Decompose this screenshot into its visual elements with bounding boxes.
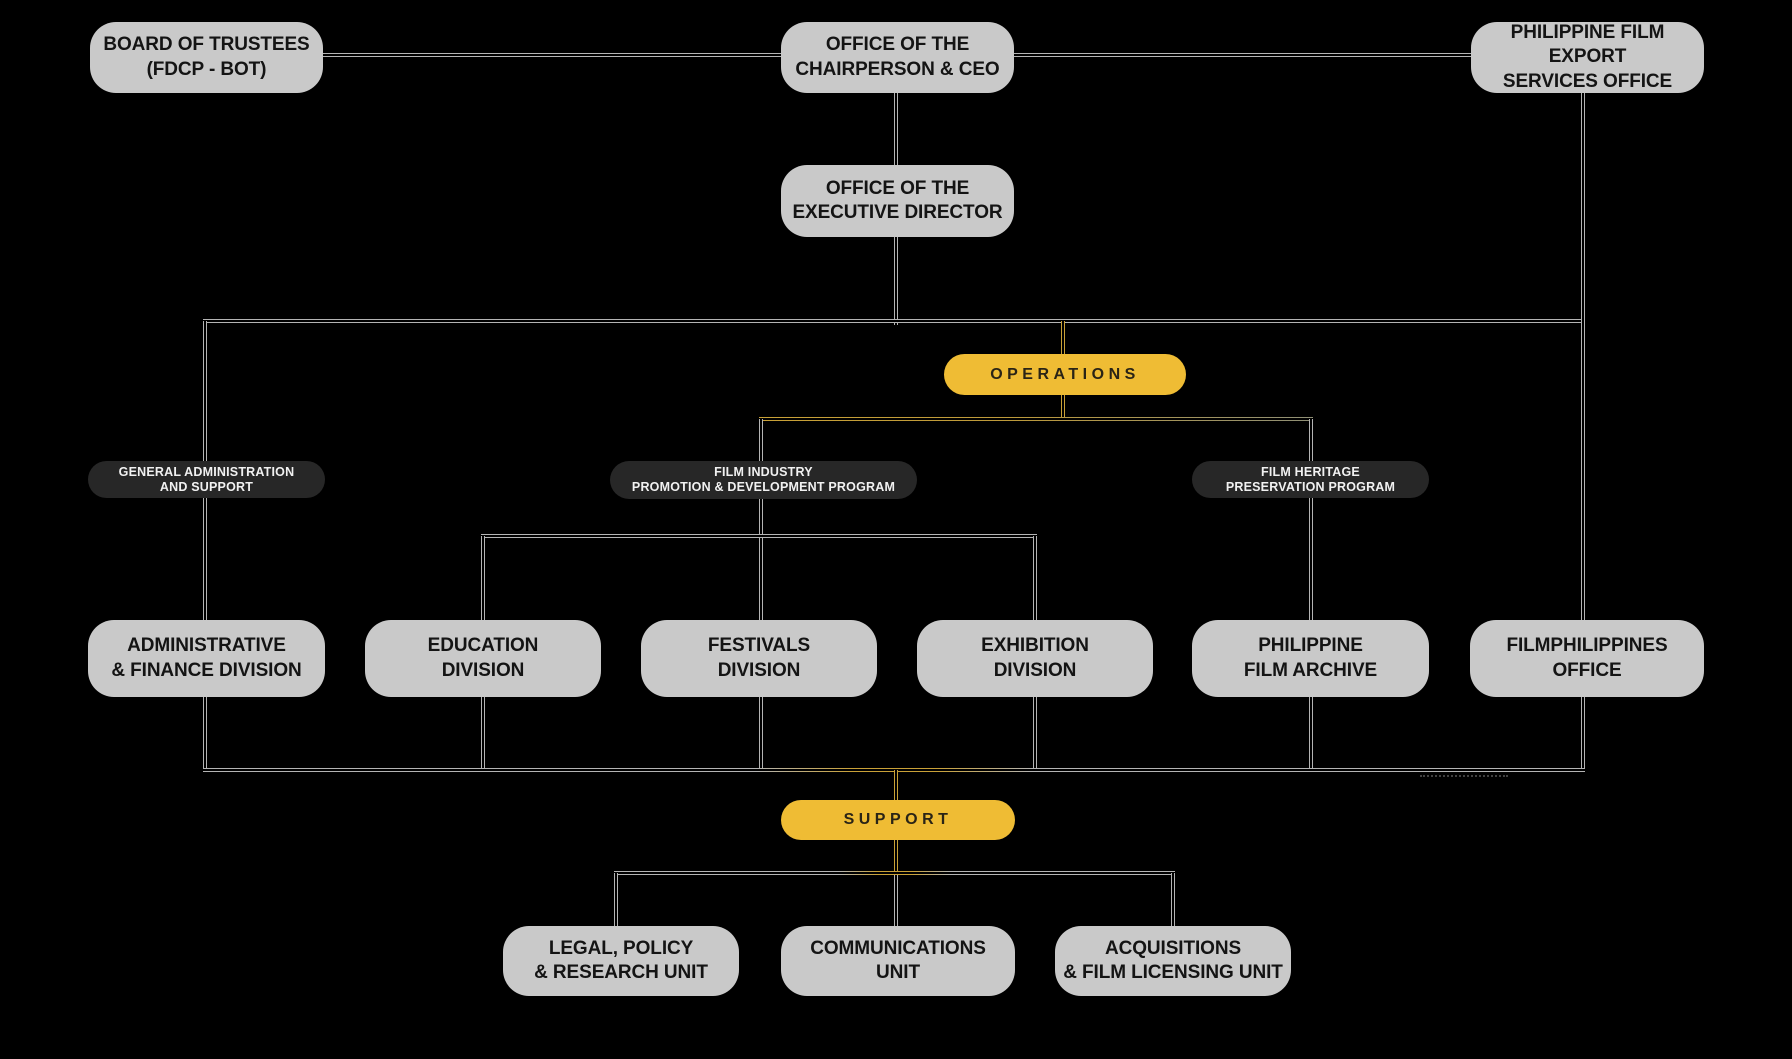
node-label: FILM HERITAGE (1261, 464, 1360, 479)
connector-exhibition-rail (1033, 697, 1037, 770)
connector-education-rail (481, 697, 485, 770)
node-label: OFFICE OF THE (825, 177, 970, 199)
node-administrative-finance-division: ADMINISTRATIVE & FINANCE DIVISION (88, 620, 325, 697)
node-label: FILMPHILIPPINES (1506, 635, 1668, 657)
node-label: UNIT (876, 962, 920, 983)
node-label: FILM ARCHIVE (1243, 659, 1378, 681)
node-label: AND SUPPORT (159, 479, 254, 494)
node-communications-unit: COMMUNICATIONS UNIT (781, 926, 1015, 996)
node-label: COMMUNICATIONS (810, 937, 986, 959)
connector-main-top-rail (203, 319, 1585, 323)
node-label: EXECUTIVE DIRECTOR (792, 202, 1003, 223)
node-office-chairperson-ceo: OFFICE OF THE CHAIRPERSON & CEO (781, 22, 1014, 93)
node-label: DIVISION (993, 659, 1077, 681)
connector-festivals-rail (759, 697, 763, 770)
connector-bracket-acquisitions (1171, 873, 1175, 926)
node-label: EDUCATION (427, 635, 539, 657)
connector-rail-support (894, 770, 898, 800)
node-label: OPERATIONS (990, 365, 1140, 383)
connector-exec-rail (894, 237, 898, 325)
connector-divisions-bracket-bar (481, 534, 1037, 538)
node-label: EXHIBITION (981, 635, 1089, 657)
connector-left-rail (203, 321, 207, 770)
node-general-administration-support: GENERAL ADMINISTRATION AND SUPPORT (88, 461, 325, 498)
node-label: (FDCP - BOT) (146, 58, 267, 80)
node-label: & RESEARCH UNIT (534, 962, 708, 983)
node-label: PHILIPPINE (1258, 635, 1363, 657)
node-label: OFFICE OF THE (825, 34, 970, 56)
dotted-artifact (1420, 775, 1508, 777)
node-label: PRESERVATION PROGRAM (1225, 479, 1396, 494)
node-philippine-film-export-services: PHILIPPINE FILM EXPORT SERVICES OFFICE (1471, 22, 1704, 93)
connector-right-rail (1581, 93, 1585, 770)
node-label: PHILIPPINE FILM EXPORT (1510, 22, 1665, 68)
node-label: SUPPORT (843, 811, 953, 828)
node-label: BOARD OF TRUSTEES (103, 34, 310, 56)
node-education-division: EDUCATION DIVISION (365, 620, 601, 697)
connector-bracket-legal (614, 873, 618, 926)
node-label: FESTIVALS (707, 635, 811, 657)
connector-operations-bracket-bar (759, 417, 1313, 421)
connector-heritage-archive (1309, 498, 1313, 620)
node-label: ACQUISITIONS (1104, 937, 1242, 959)
node-label: DIVISION (717, 659, 801, 681)
connector-industry-divisions (759, 497, 763, 620)
node-label: LEGAL, POLICY (548, 937, 694, 959)
connector-support-bracket-bar (614, 871, 1175, 875)
node-label: GENERAL ADMINISTRATION (118, 464, 295, 479)
node-label: & FINANCE DIVISION (111, 659, 302, 681)
node-festivals-division: FESTIVALS DIVISION (641, 620, 877, 697)
node-filmphilippines-office: FILMPHILIPPINES OFFICE (1470, 620, 1704, 697)
node-label: CHAIRPERSON & CEO (795, 58, 1000, 80)
connector-board-chair (323, 53, 781, 57)
node-philippine-film-archive: PHILIPPINE FILM ARCHIVE (1192, 620, 1429, 697)
connector-operations-bracket (1061, 392, 1065, 419)
node-label: DIVISION (441, 659, 525, 681)
node-legal-policy-research-unit: LEGAL, POLICY & RESEARCH UNIT (503, 926, 739, 996)
connector-bracket-exhibition (1033, 536, 1037, 620)
node-film-industry-promotion-program: FILM INDUSTRY PROMOTION & DEVELOPMENT PR… (610, 461, 917, 499)
node-label: OFFICE (1552, 659, 1622, 681)
connector-bracket-communications (894, 875, 898, 926)
node-label: ADMINISTRATIVE (127, 635, 286, 657)
node-board-of-trustees: BOARD OF TRUSTEES (FDCP - BOT) (90, 22, 323, 93)
connector-rail-operations (1061, 321, 1065, 356)
node-label: FILM INDUSTRY (714, 465, 813, 479)
node-film-heritage-preservation-program: FILM HERITAGE PRESERVATION PROGRAM (1192, 461, 1429, 498)
node-support-badge: SUPPORT (781, 800, 1015, 840)
node-acquisitions-film-licensing-unit: ACQUISITIONS & FILM LICENSING UNIT (1055, 926, 1291, 996)
node-office-executive-director: OFFICE OF THE EXECUTIVE DIRECTOR (781, 165, 1014, 237)
node-label: & FILM LICENSING UNIT (1063, 962, 1283, 983)
connector-bracket-heritage (1309, 419, 1313, 461)
connector-bracket-education (481, 536, 485, 620)
connector-chair-exec (894, 93, 898, 165)
node-exhibition-division: EXHIBITION DIVISION (917, 620, 1153, 697)
connector-bracket-industry (759, 419, 763, 461)
node-label: SERVICES OFFICE (1502, 70, 1673, 92)
connector-archive-rail (1309, 697, 1313, 770)
node-label: PROMOTION & DEVELOPMENT PROGRAM (631, 480, 896, 494)
node-operations-badge: OPERATIONS (944, 354, 1186, 395)
connector-support-bracket (894, 839, 898, 873)
connector-chair-export (1014, 53, 1471, 57)
